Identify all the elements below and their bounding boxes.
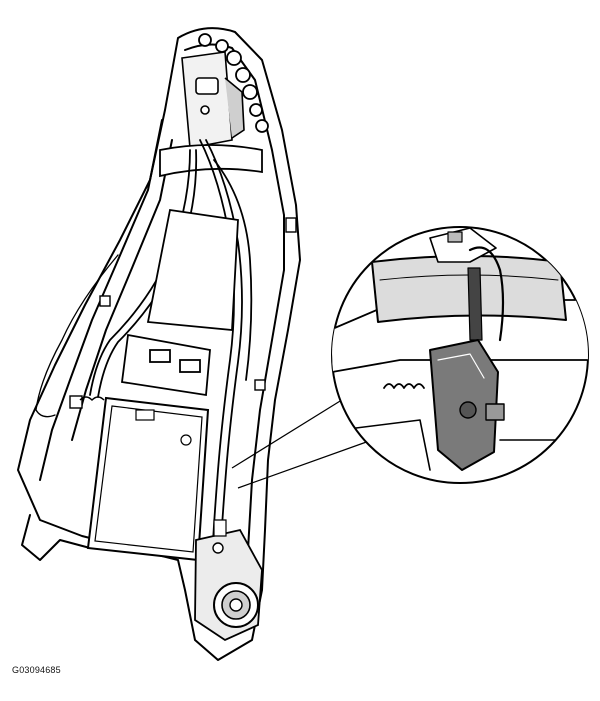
cross-member: [159, 144, 263, 178]
wire-harness: [89, 139, 253, 561]
detail-spring: [383, 383, 425, 389]
figure-id-label: G03094685: [12, 665, 61, 675]
lumbar-panel: [120, 208, 239, 397]
lower-back-panel: [86, 396, 210, 562]
side-clips: [69, 217, 297, 409]
detail-leader-lines: [231, 397, 373, 489]
recliner-mechanism: [194, 519, 263, 642]
detail-callout: [331, 226, 589, 484]
frame-left-rail: [39, 119, 163, 481]
frame-bottom-lip: [21, 514, 91, 561]
frame-inner-line: [184, 43, 285, 551]
left-wire: [35, 254, 119, 418]
detail-cable-tie: [467, 267, 483, 341]
frame-holes: [198, 33, 269, 133]
detail-top-connector: [429, 227, 497, 263]
top-bracket: [181, 51, 245, 149]
